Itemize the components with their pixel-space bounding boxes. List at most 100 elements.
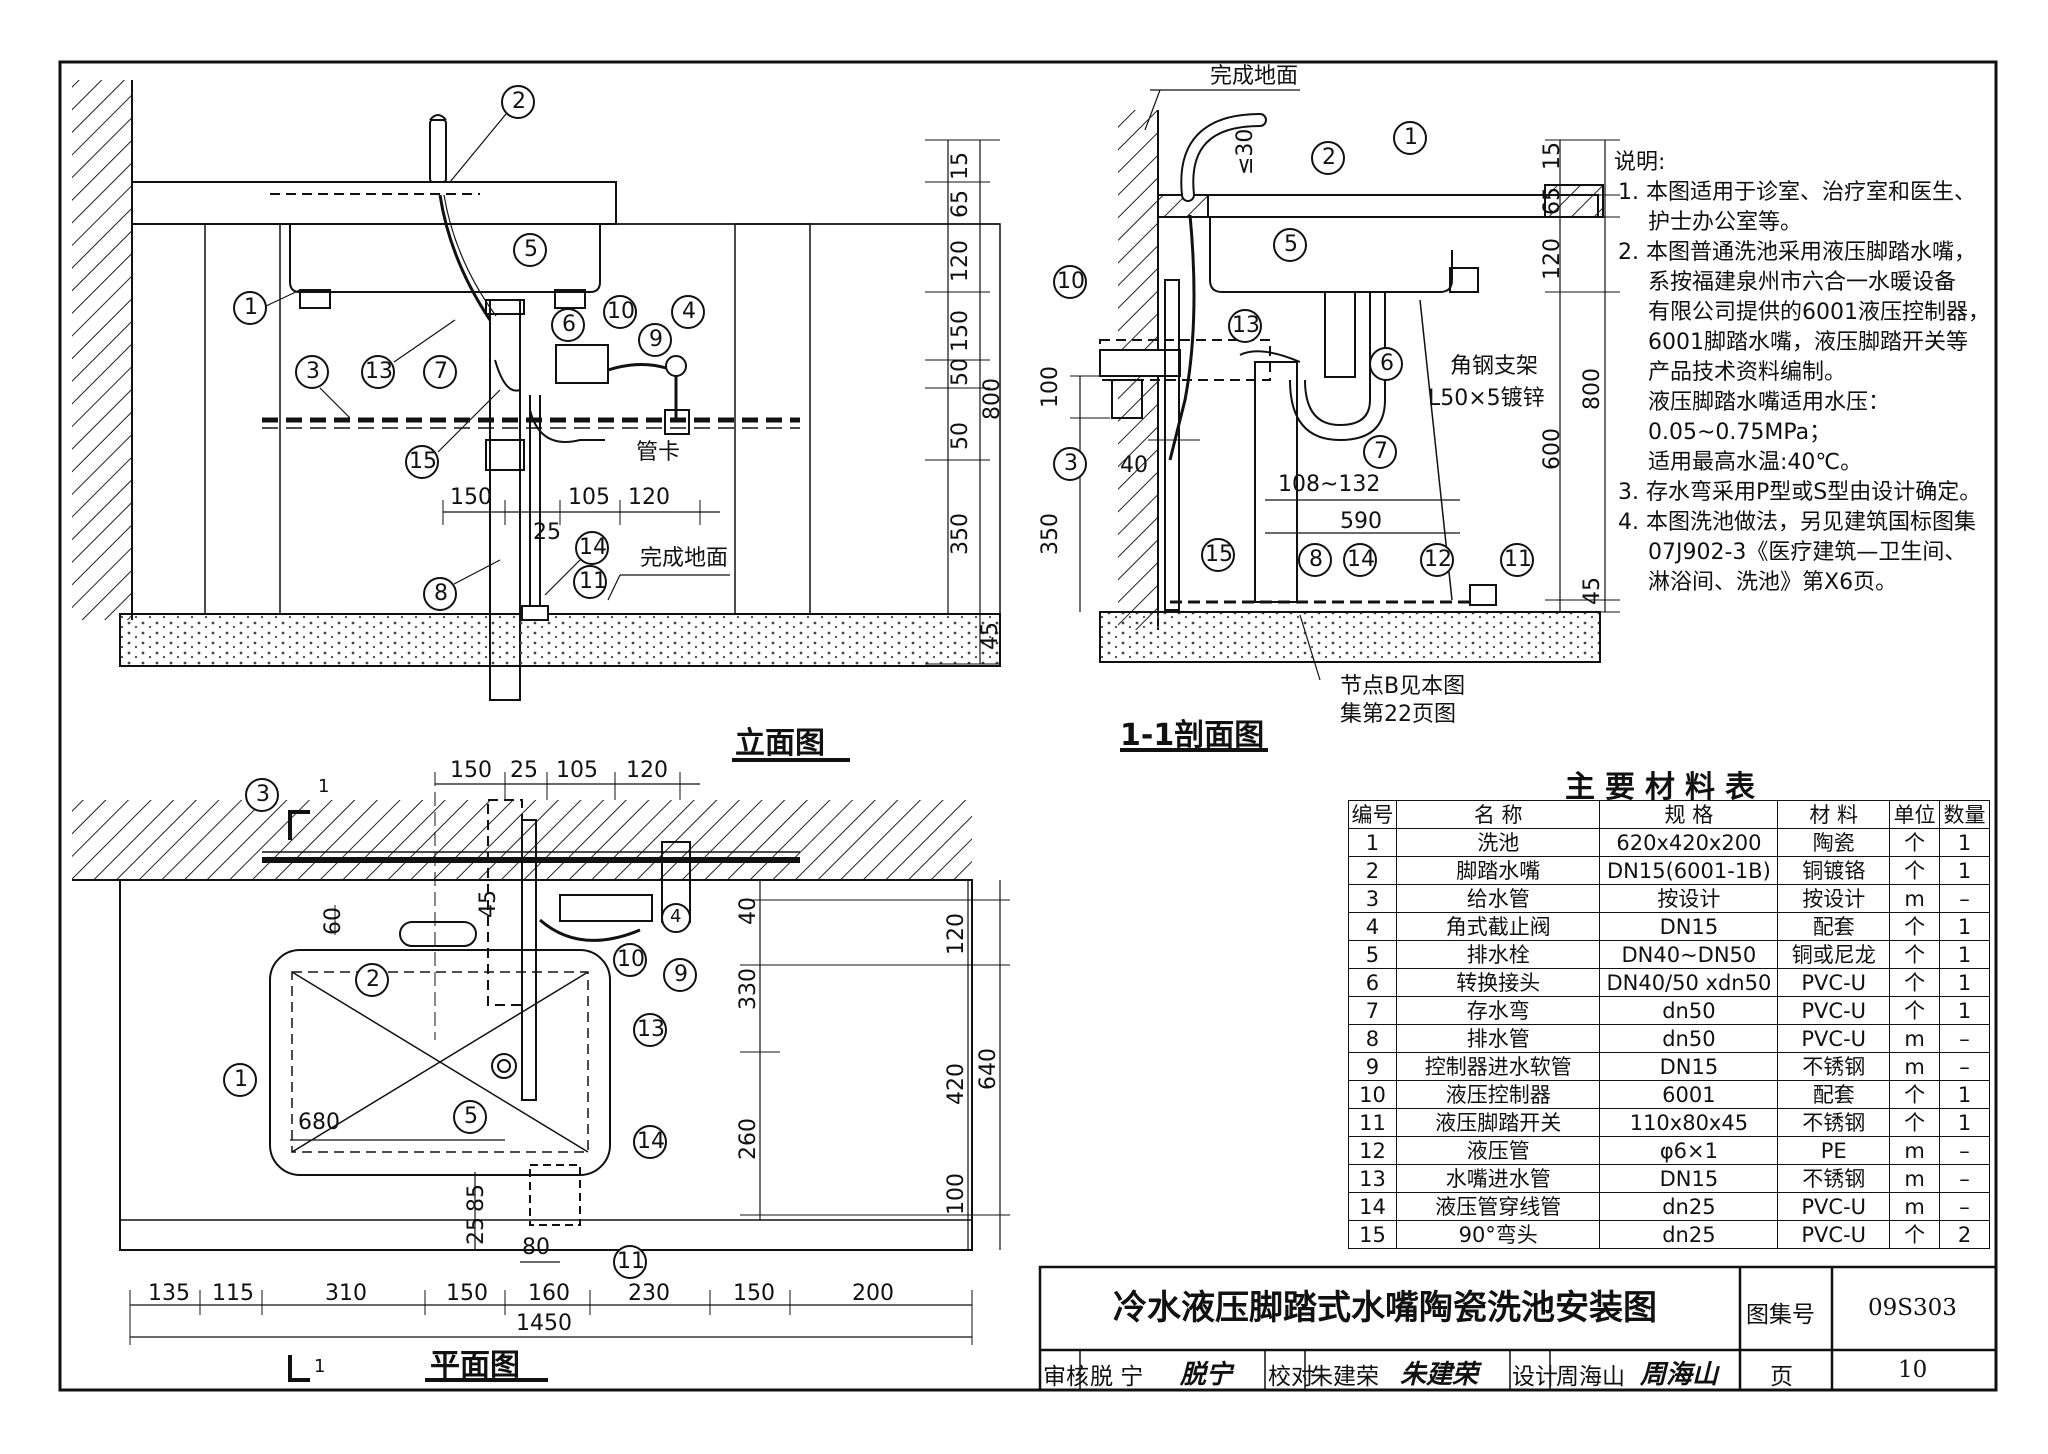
plan-dim-120: 120 [944, 913, 969, 955]
notes-line: 护士办公室等。 [1648, 210, 1803, 235]
plan-dim-85: 85 [464, 1184, 489, 1212]
elevation-view [72, 80, 1001, 762]
plan-dim-640: 640 [976, 1048, 1001, 1090]
materials-cell: 按设计 [1599, 884, 1779, 913]
notes-line: 3. 存水弯采用P型或S型由设计确定。 [1618, 480, 1982, 505]
materials-cell: m [1889, 1052, 1941, 1081]
sec-node-label-1: 节点B见本图 [1340, 674, 1466, 699]
materials-cell: PVC-U [1777, 1192, 1891, 1221]
materials-cell: 5 [1348, 940, 1397, 969]
materials-cell: 液压管穿线管 [1395, 1192, 1601, 1221]
sec-callout-12: 12 [1424, 547, 1452, 572]
materials-cell: 1 [1939, 996, 1990, 1025]
materials-cell: 12 [1348, 1136, 1397, 1165]
materials-cell: – [1939, 1024, 1990, 1053]
materials-cell: 10 [1348, 1080, 1397, 1109]
plan-dim-top-120: 120 [626, 758, 668, 783]
elevation-view-title: 立面图 [735, 726, 825, 761]
materials-cell: PE [1777, 1136, 1891, 1165]
plan-dim-top-150: 150 [450, 758, 492, 783]
designer-name: 周海山 [1556, 1364, 1625, 1390]
plan-dim-260: 260 [736, 1118, 761, 1160]
plan-dim-bottom-135: 135 [148, 1281, 190, 1306]
materials-cell: – [1939, 1136, 1990, 1165]
materials-cell: 脚踏水嘴 [1395, 856, 1601, 885]
section-callouts [1053, 121, 1534, 577]
materials-header-row: 编号名 称规 格材 料单位数量 [1348, 800, 1990, 829]
sec-dim-40: 40 [1120, 453, 1148, 478]
sec-callout-1: 1 [1404, 125, 1418, 150]
notes-line: 适用最高水温:40℃。 [1648, 450, 1863, 475]
materials-cell: – [1939, 1192, 1990, 1221]
elev-callout-9: 9 [649, 327, 663, 352]
plan-dim-680: 680 [298, 1110, 340, 1135]
materials-cell: 不锈钢 [1777, 1108, 1891, 1137]
materials-cell: 1 [1939, 1108, 1990, 1137]
materials-cell: 1 [1939, 912, 1990, 941]
sec-dim-100: 100 [1038, 366, 1063, 408]
materials-cell: 给水管 [1395, 884, 1601, 913]
plan-dim-40: 40 [736, 897, 761, 925]
elev-callout-14: 14 [579, 535, 607, 560]
materials-cell: 按设计 [1777, 884, 1891, 913]
materials-cell: 4 [1348, 912, 1397, 941]
materials-cell: 液压脚踏开关 [1395, 1108, 1601, 1137]
materials-cell: 液压控制器 [1395, 1080, 1601, 1109]
sec-callout-3: 3 [1064, 451, 1078, 476]
sec-dim-45: 45 [1580, 577, 1605, 605]
materials-cell: DN40~DN50 [1599, 940, 1779, 969]
materials-cell: 转换接头 [1395, 968, 1601, 997]
design-notes: 说明: 1. 本图适用于诊室、治疗室和医生、 护士办公室等。 2. 本图普通洗池… [1614, 148, 1990, 598]
plan-dim-total-1450: 1450 [516, 1311, 572, 1336]
elev-callout-13: 13 [365, 359, 393, 384]
materials-cell: 水嘴进水管 [1395, 1164, 1601, 1193]
sec-dim-600: 600 [1540, 428, 1565, 470]
sec-callout-5: 5 [1284, 232, 1298, 257]
sec-floor-label: 完成地面 [1210, 64, 1299, 89]
materials-cell: m [1889, 884, 1941, 913]
materials-cell: PVC-U [1777, 1024, 1891, 1053]
materials-cell: 个 [1889, 996, 1941, 1025]
materials-cell: DN15 [1599, 1164, 1779, 1193]
materials-cell: 个 [1889, 1108, 1941, 1137]
sec-callout-7: 7 [1374, 439, 1388, 464]
sec-callout-15: 15 [1205, 542, 1233, 567]
plan-dim-330: 330 [736, 968, 761, 1010]
sec-dim-590: 590 [1340, 509, 1382, 534]
materials-cell: 个 [1889, 1220, 1941, 1249]
materials-title: 主要材料表 [1565, 770, 1765, 805]
plan-dim-bottom-310: 310 [325, 1281, 367, 1306]
elev-dim-120: 120 [628, 485, 670, 510]
sec-callout-2: 2 [1322, 145, 1336, 170]
materials-cell: PVC-U [1777, 996, 1891, 1025]
reviewer-signature: 脱宁 [1180, 1360, 1233, 1390]
elev-callout-1: 1 [244, 295, 258, 320]
plan-dim-100: 100 [944, 1173, 969, 1215]
elev-vdim-45: 45 [978, 622, 1003, 650]
sec-callout-6: 6 [1380, 351, 1394, 376]
materials-cell: 陶瓷 [1777, 828, 1891, 857]
plan-dim-45: 45 [476, 890, 501, 918]
elev-callout-11: 11 [579, 569, 607, 594]
materials-cell: 角式截止阀 [1395, 912, 1601, 941]
elev-vdim-50a: 50 [948, 358, 973, 386]
plan-dim-420: 420 [944, 1063, 969, 1105]
materials-cell: 配套 [1777, 912, 1891, 941]
elev-callout-7: 7 [434, 359, 448, 384]
plan-callouts [223, 778, 697, 1279]
plan-callout-9: 9 [674, 962, 688, 987]
materials-cell: PVC-U [1777, 968, 1891, 997]
design-label: 设计 [1512, 1364, 1558, 1390]
materials-cell: 110x80x45 [1599, 1108, 1779, 1137]
notes-line: 淋浴间、洗池》第X6页。 [1648, 570, 1898, 595]
sec-dim-108-132: 108~132 [1278, 472, 1381, 497]
materials-cell: DN40/50 xdn50 [1599, 968, 1779, 997]
